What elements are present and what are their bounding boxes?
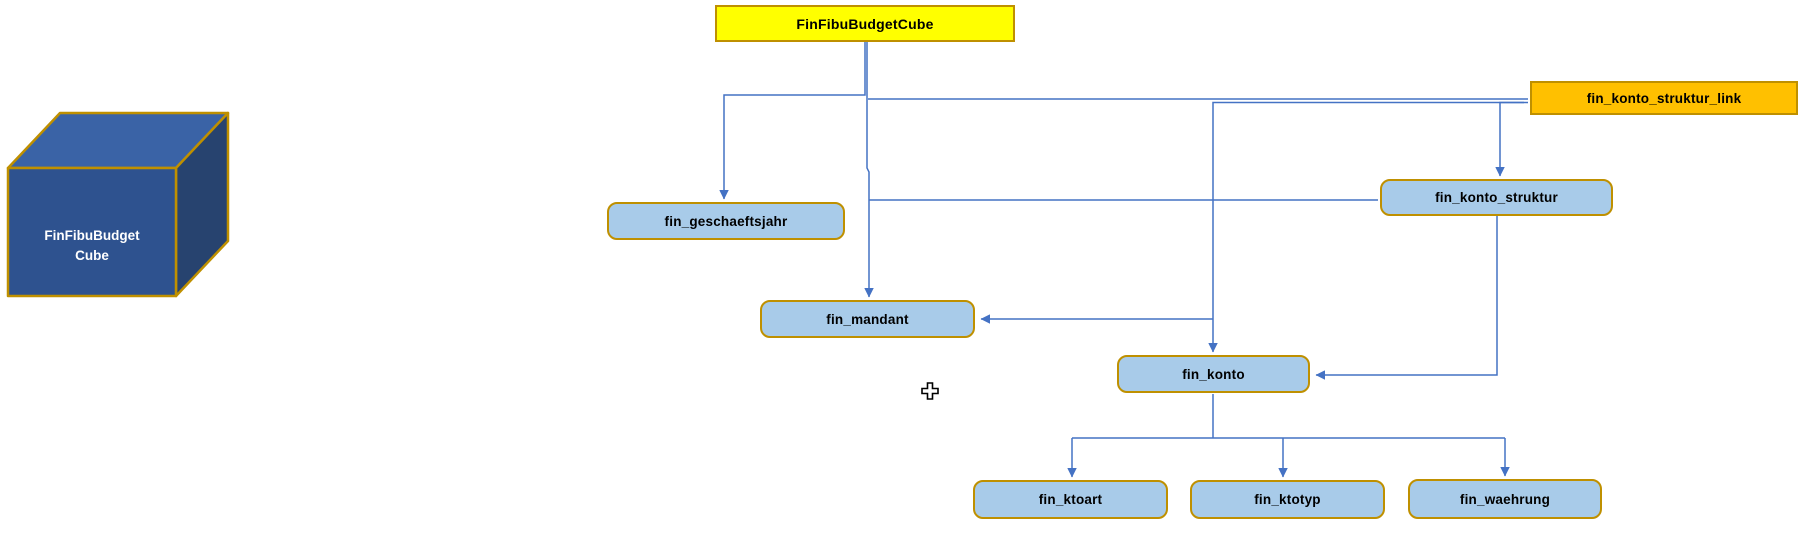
node-fin-waehrung-label: fin_waehrung (1459, 491, 1551, 507)
connector-cube-to-geschaeftsjahr (719, 42, 866, 200)
node-fin-ktotyp-label: fin_ktotyp (1254, 492, 1321, 507)
node-fin-geschaeftsjahr[interactable]: fin_geschaeftsjahr (607, 202, 845, 240)
node-fin-waehrung[interactable]: fin_waehrung (1408, 479, 1602, 519)
node-fin-mandant-label: fin_mandant (826, 311, 909, 327)
node-fin-ktoart-label: fin_ktoart (1038, 492, 1103, 507)
connector-cube-to-mandant (864, 42, 874, 298)
node-fin-konto-struktur-link[interactable]: fin_konto_struktur_link (1530, 81, 1798, 115)
cube-label: FinFibuBudget Cube (8, 226, 176, 266)
node-finfibubudgetcube-label: FinFibuBudgetCube (796, 15, 934, 32)
node-fin-konto-struktur-link-label: fin_konto_struktur_link (1586, 90, 1742, 106)
node-fin-ktotyp[interactable]: fin_ktotyp (1190, 480, 1385, 519)
node-fin-geschaeftsjahr-label: fin_geschaeftsjahr (664, 213, 788, 229)
node-fin-konto-struktur-label: fin_konto_struktur (1435, 190, 1558, 205)
node-fin-konto-label: fin_konto (1182, 366, 1245, 382)
cube-front-face (6, 166, 178, 298)
node-fin-konto[interactable]: fin_konto (1117, 355, 1310, 393)
connector-konto-struktur-to-konto (1315, 216, 1498, 380)
connector-link-to-konto (1208, 101, 1524, 353)
node-finfibubudgetcube[interactable]: FinFibuBudgetCube (715, 5, 1015, 42)
move-cursor-icon (921, 382, 939, 400)
connector-link-to-konto-struktur (1495, 101, 1528, 177)
node-fin-konto-struktur[interactable]: fin_konto_struktur (1380, 179, 1613, 216)
node-fin-mandant[interactable]: fin_mandant (760, 300, 975, 338)
cube-label-line1: FinFibuBudget (44, 228, 140, 243)
cube-label-line2: Cube (75, 248, 109, 263)
cube-3d[interactable] (6, 111, 230, 298)
node-fin-ktoart[interactable]: fin_ktoart (973, 480, 1168, 519)
